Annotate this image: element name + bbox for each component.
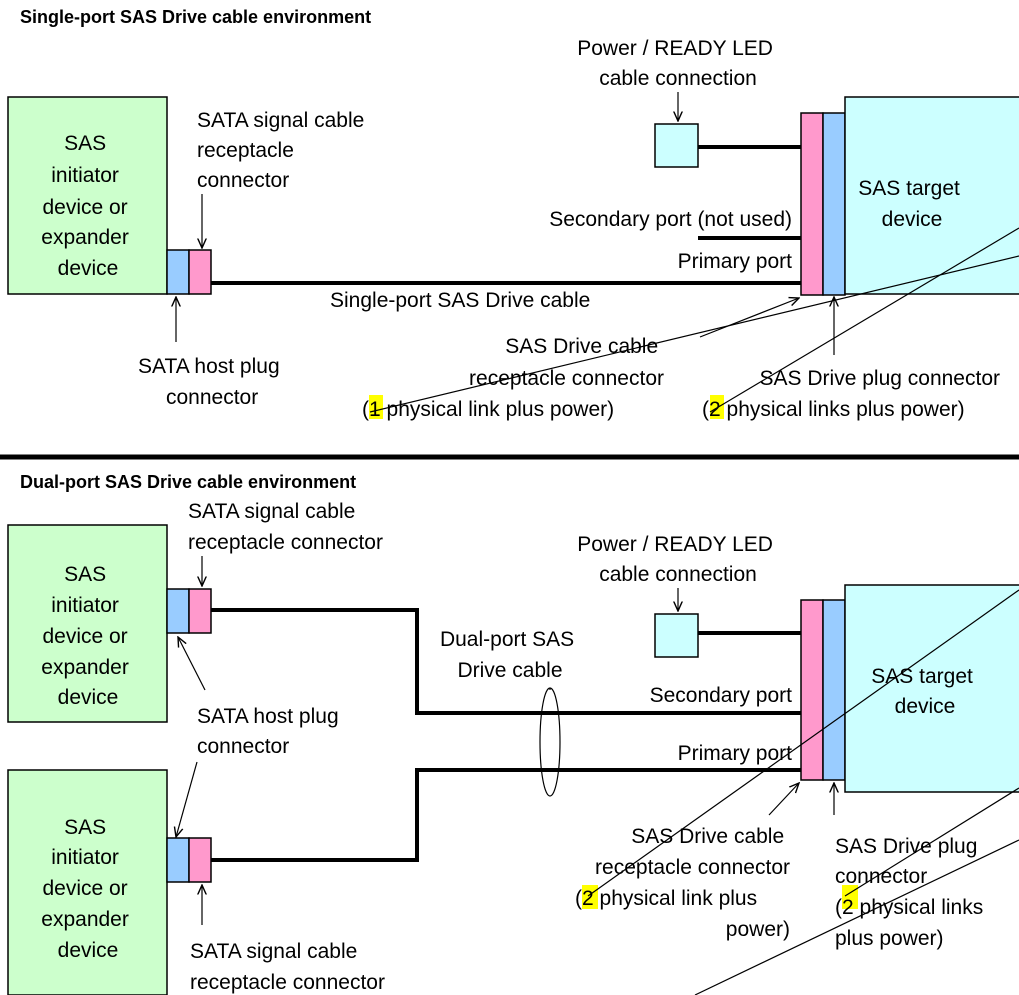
dual-drive-receptacle-count: (2 physical link plus	[575, 887, 757, 910]
dual-drive-plug-label: SAS Drive plug connector	[835, 835, 983, 888]
single-drive-plug	[822, 112, 846, 296]
dual-initiator-bottom-label: SAS initiator device or expander device	[41, 816, 134, 962]
single-diagonal-line-2	[709, 227, 1019, 413]
dual-drive-receptacle-arrow	[768, 783, 799, 816]
dual-sata-receptacle-bottom-label: SATA signal cable receptacle connector	[190, 940, 385, 994]
single-target-label: SAS target device	[858, 177, 965, 231]
single-drive-plug-count: (2 physical links plus power)	[702, 398, 965, 421]
single-drive-receptacle-arrow	[699, 298, 799, 338]
dual-drive-receptacle-label: SAS Drive cable receptacle connector	[595, 825, 790, 879]
dual-receptacle-highlight	[582, 885, 598, 909]
single-initiator-label: SAS initiator device or expander device	[41, 132, 134, 280]
dual-cable-label: Dual-port SAS Drive cable	[440, 628, 580, 682]
single-port-section: Single-port SAS Drive cable environment …	[7, 7, 1019, 421]
single-port-heading: Single-port SAS Drive cable environment	[20, 7, 371, 27]
single-drive-plug-label: SAS Drive plug connector	[760, 367, 1000, 390]
dual-sata-receptacle-bottom	[188, 837, 212, 883]
single-receptacle-highlight	[369, 395, 383, 419]
dual-cable-bundle-ellipse	[539, 687, 561, 797]
dual-diagonal-line-1	[587, 589, 1019, 897]
single-port-cable-label: Single-port SAS Drive cable	[330, 289, 590, 312]
dual-initiator-top-label: SAS initiator device or expander device	[41, 563, 134, 709]
single-power-led-box	[654, 123, 699, 168]
single-power-led-label: Power / READY LED cable connection	[577, 37, 779, 90]
dual-initiator-bottom-box	[7, 769, 168, 995]
single-secondary-port-label: Secondary port (not used)	[549, 208, 792, 231]
dual-port-heading: Dual-port SAS Drive cable environment	[20, 472, 356, 492]
dual-sata-host-plug-label: SATA host plug connector	[197, 705, 344, 758]
dual-drive-plug-line4: plus power)	[835, 927, 944, 950]
single-plug-highlight	[710, 395, 724, 419]
single-sata-host-plug-label: SATA host plug connector	[138, 355, 285, 409]
dual-sata-host-plug-arrow-up	[178, 637, 206, 691]
dual-sata-host-plug-arrow-down	[176, 761, 198, 837]
dual-primary-port-label: Primary port	[678, 742, 793, 765]
dual-secondary-cable-line	[211, 608, 801, 715]
dual-sata-receptacle-top-label: SATA signal cable receptacle connector	[188, 500, 383, 554]
dual-drive-plug-count: (2 physical links	[835, 896, 983, 919]
dual-port-section: Dual-port SAS Drive cable environment SA…	[7, 472, 1019, 995]
single-target-box	[844, 96, 1019, 295]
single-sata-host-plug	[166, 249, 190, 295]
dual-sata-host-plug-top	[166, 588, 190, 634]
dual-power-led-box	[654, 613, 699, 658]
dual-target-label: SAS target device	[871, 665, 978, 718]
single-sata-receptacle-label: SATA signal cable receptacle connector	[197, 109, 370, 192]
single-initiator-box	[7, 96, 168, 295]
dual-sata-host-plug-bottom	[166, 837, 190, 883]
dual-drive-receptacle	[800, 599, 824, 781]
dual-drive-plug	[822, 599, 846, 781]
single-drive-receptacle	[800, 112, 824, 296]
single-diagonal-line-1	[369, 255, 1019, 413]
dual-secondary-port-label: Secondary port	[650, 684, 793, 707]
single-primary-port-label: Primary port	[678, 250, 793, 273]
single-sata-receptacle	[188, 249, 212, 295]
dual-drive-receptacle-line4: power)	[726, 918, 790, 941]
dual-power-led-label: Power / READY LED cable connection	[577, 533, 779, 586]
dual-diagonal-line-2	[844, 787, 1019, 897]
dual-target-box	[844, 584, 1019, 793]
dual-sata-receptacle-top	[188, 588, 212, 634]
dual-diagonal-line-3	[694, 839, 1019, 995]
dual-initiator-top-box	[7, 524, 168, 723]
single-drive-receptacle-count: (1 physical link plus power)	[362, 398, 614, 421]
dual-primary-cable-line	[211, 768, 801, 862]
